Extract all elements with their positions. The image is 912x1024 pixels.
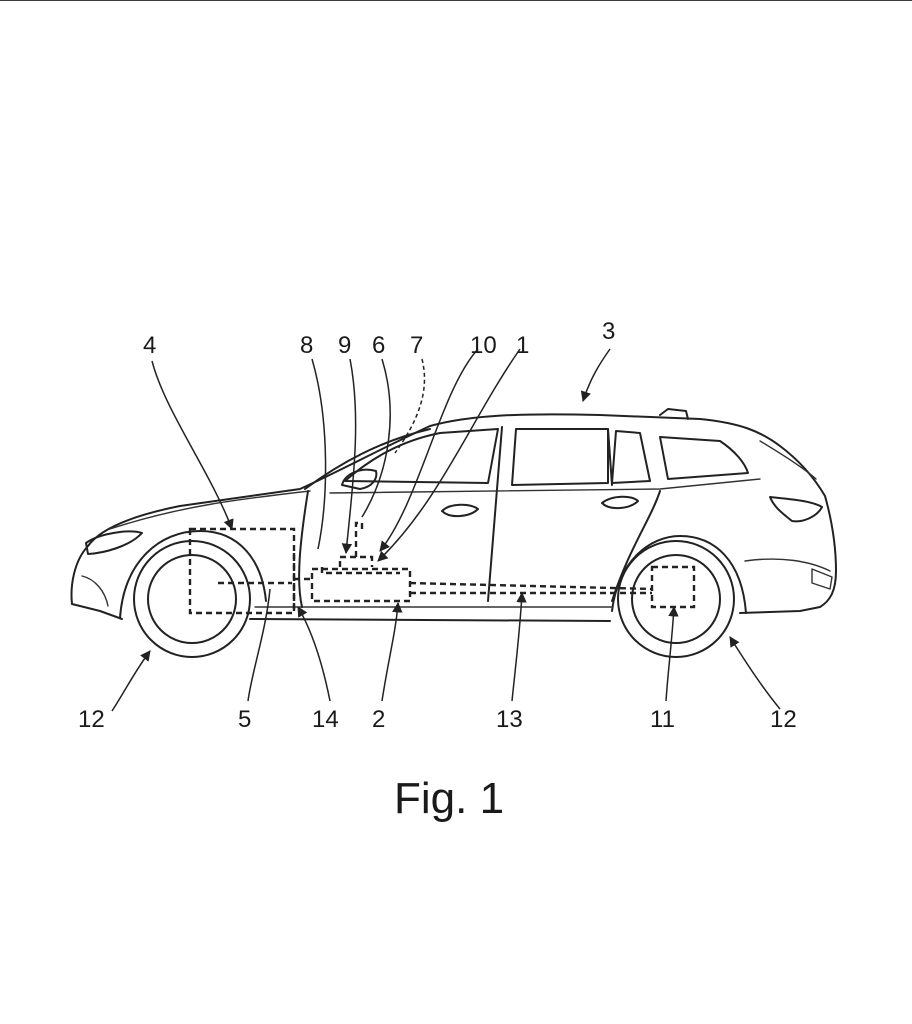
ref-11: 11 xyxy=(650,706,675,733)
ref-8: 8 xyxy=(300,332,313,359)
sill-line xyxy=(249,618,611,622)
rear-door-window xyxy=(511,428,609,486)
reference-numerals: 4 8 9 6 7 10 1 3 12 5 14 2 13 11 12 xyxy=(78,318,797,733)
ref-10: 10 xyxy=(470,332,497,359)
leader-8 xyxy=(311,358,327,550)
leader-4 xyxy=(151,360,234,530)
c-pillar xyxy=(607,428,613,486)
leader-1 xyxy=(377,348,521,562)
leader-2 xyxy=(381,601,403,702)
quarter-window-2 xyxy=(659,436,749,480)
vehicle-body xyxy=(70,408,837,622)
front-bumper xyxy=(71,603,123,620)
ref-2: 2 xyxy=(372,706,385,733)
front-door-edge xyxy=(298,490,309,608)
leader-3 xyxy=(580,348,611,403)
front-rim xyxy=(147,554,237,644)
quarter-window-1 xyxy=(611,430,651,484)
ref-5: 5 xyxy=(238,706,251,733)
rear-rim xyxy=(631,554,721,644)
front-lower-intake xyxy=(81,575,109,607)
headlight xyxy=(85,530,143,555)
ref-3: 3 xyxy=(602,318,615,345)
ref-4: 4 xyxy=(143,332,156,359)
rear-bumper-line xyxy=(744,558,831,572)
component-9-bracket xyxy=(338,555,374,567)
leader-10 xyxy=(379,348,479,552)
ref-12-rear: 12 xyxy=(770,706,797,733)
hood-line xyxy=(109,490,311,530)
leader-lines xyxy=(111,348,781,712)
wheels xyxy=(133,540,735,658)
leader-7 xyxy=(394,358,426,454)
front-tyre xyxy=(133,540,251,658)
tail-light xyxy=(769,496,823,523)
body-outline xyxy=(70,413,837,614)
rear-reflector xyxy=(811,568,833,590)
component-4-box xyxy=(188,527,296,615)
rear-spoiler xyxy=(759,440,817,480)
windshield xyxy=(304,428,431,490)
leader-12-rear xyxy=(729,636,781,710)
leader-12-front xyxy=(111,650,151,712)
rear-door-handle xyxy=(601,495,639,509)
figure-caption: Fig. 1 xyxy=(394,774,504,823)
ref-9: 9 xyxy=(338,332,351,359)
ref-6: 6 xyxy=(372,332,385,359)
rear-door-edge xyxy=(611,490,661,602)
component-13-line xyxy=(409,581,653,591)
leader-11 xyxy=(665,605,679,702)
ref-14: 14 xyxy=(312,706,339,733)
leader-14 xyxy=(297,606,331,702)
ref-12-front: 12 xyxy=(78,706,105,733)
component-9-stem xyxy=(354,521,364,557)
b-pillar xyxy=(487,426,503,602)
dashed-components xyxy=(188,521,696,615)
roof-antenna xyxy=(659,408,689,420)
leader-9 xyxy=(341,358,357,555)
leader-5 xyxy=(247,588,271,702)
ref-7: 7 xyxy=(410,332,423,359)
component-11-box xyxy=(650,565,696,609)
leader-6 xyxy=(361,358,391,518)
leader-13 xyxy=(511,591,527,702)
side-mirror xyxy=(341,468,378,490)
rear-tyre xyxy=(617,540,735,658)
front-door-handle xyxy=(441,503,479,517)
component-2-inner xyxy=(320,567,400,575)
ref-1: 1 xyxy=(516,332,529,359)
belt-line xyxy=(329,478,761,494)
component-2-box xyxy=(310,567,412,603)
ref-13: 13 xyxy=(496,706,523,733)
front-wheel-arch xyxy=(119,530,267,619)
